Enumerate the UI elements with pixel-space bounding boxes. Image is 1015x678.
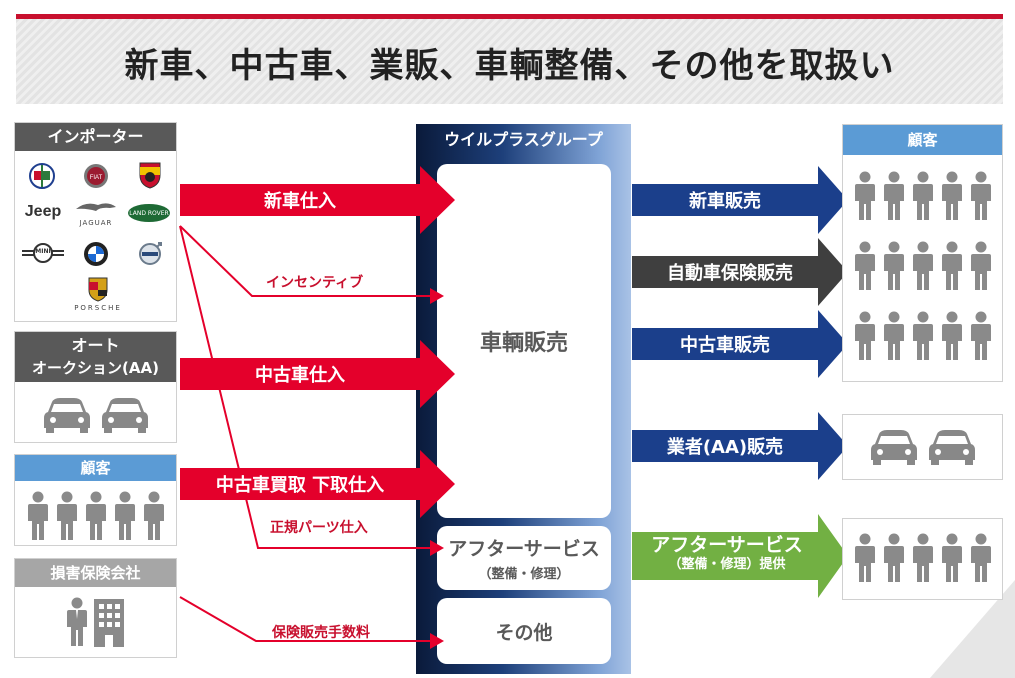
- person-icon: [56, 491, 77, 540]
- used-car-purchase-label: 中古車仕入: [255, 365, 345, 386]
- car-icon: [43, 398, 90, 433]
- businessman-icon: [66, 597, 87, 646]
- group-container: ウイルプラスグループ 車輌販売 アフターサービス （整備・修理） その他: [416, 124, 631, 674]
- person-icon: [854, 171, 875, 220]
- person-icon: [970, 241, 991, 290]
- person-icon: [941, 311, 962, 360]
- auction-header-line1: オート: [71, 336, 120, 355]
- person-icon: [883, 533, 904, 582]
- customer-target-panel: 顧客: [842, 124, 1003, 382]
- person-icon: [114, 491, 135, 540]
- dealer-sales-arrow: [632, 412, 848, 480]
- other-label: その他: [495, 621, 553, 644]
- after-service-provide-title: アフターサービス: [651, 534, 803, 556]
- importer-header: インポーター: [15, 123, 176, 151]
- volvo-logo: [135, 239, 165, 269]
- fiat-logo: FIAT: [81, 161, 111, 191]
- customer-target-header: 顧客: [843, 125, 1002, 155]
- person-icon: [970, 171, 991, 220]
- title-band: [16, 14, 1003, 104]
- auction-panel: オート オークション(AA): [14, 331, 177, 443]
- incentive-label: インセンティブ: [266, 275, 364, 291]
- vehicle-sales-label: 車輌販売: [479, 331, 568, 356]
- person-icon: [912, 533, 933, 582]
- jaguar-logo: JAGUAR: [69, 199, 123, 227]
- car-icon: [928, 430, 975, 465]
- new-car-purchase-label: 新車仕入: [264, 191, 336, 212]
- person-icon: [854, 241, 875, 290]
- car-icon: [870, 430, 917, 465]
- alfa-romeo-logo: [27, 161, 57, 191]
- person-icon: [27, 491, 48, 540]
- after-service-sub: （整備・修理）: [478, 567, 570, 582]
- person-icon: [85, 491, 106, 540]
- used-car-sales-label: 中古車販売: [680, 335, 770, 356]
- after-service-label: アフターサービス: [448, 538, 600, 560]
- person-icon: [941, 241, 962, 290]
- building-icon: [93, 599, 124, 647]
- insurance-sales-label: 自動車保険販売: [667, 263, 793, 284]
- mini-text: MINI: [35, 248, 51, 255]
- vehicle-sales-box: 車輌販売: [437, 164, 611, 518]
- new-car-sales-arrow: [632, 166, 848, 234]
- used-car-purchase-arrow: [180, 340, 455, 408]
- car-icon: [101, 398, 148, 433]
- customer-source-header: 顧客: [15, 455, 176, 481]
- dealer-sales-label: 業者(AA)販売: [666, 437, 784, 458]
- trade-in-label: 中古車買取 下取仕入: [215, 475, 385, 496]
- after-service-box: アフターサービス （整備・修理）: [437, 526, 611, 590]
- person-icon: [970, 533, 991, 582]
- person-icon: [883, 241, 904, 290]
- land-rover-logo: LAND ROVER: [127, 203, 171, 223]
- person-icon: [912, 311, 933, 360]
- service-customer-panel: [842, 518, 1003, 600]
- insurance-fee-label: 保険販売手数料: [272, 625, 370, 641]
- person-icon: [941, 171, 962, 220]
- person-icon: [970, 311, 991, 360]
- jaguar-text: JAGUAR: [79, 219, 113, 227]
- after-service-provide-sub: （整備・修理）提供: [668, 557, 786, 572]
- svg-text:FIAT: FIAT: [90, 175, 103, 181]
- person-icon: [883, 311, 904, 360]
- auction-header: オート オークション(AA): [15, 332, 176, 382]
- porsche-text: PORSCHE: [74, 304, 122, 312]
- person-icon: [941, 533, 962, 582]
- person-icon: [143, 491, 164, 540]
- person-icon: [854, 533, 875, 582]
- porsche-logo: [85, 275, 111, 303]
- auction-header-line2: オークション(AA): [32, 359, 159, 377]
- parts-purchase-label: 正規パーツ仕入: [270, 520, 368, 536]
- group-header: ウイルプラスグループ: [444, 130, 603, 149]
- insurance-panel: 損害保険会社: [14, 558, 177, 658]
- importer-panel: インポーター FIAT Jeep JAGUAR LAND ROVER MINI: [14, 122, 177, 322]
- person-icon: [883, 171, 904, 220]
- person-icon: [912, 171, 933, 220]
- dealer-panel: [842, 414, 1003, 480]
- after-service-provide-label: アフターサービス （整備・修理）提供: [632, 534, 822, 574]
- mini-logo: MINI: [19, 241, 67, 265]
- bmw-logo: [81, 239, 111, 269]
- customer-source-panel: 顧客: [14, 454, 177, 546]
- new-car-purchase-arrow: [180, 166, 455, 234]
- person-icon: [912, 241, 933, 290]
- after-service-arrow: [632, 514, 848, 598]
- jeep-logo: Jeep: [24, 203, 62, 220]
- page-title: 新車、中古車、業販、車輌整備、その他を取扱い: [124, 46, 895, 86]
- abarth-logo: [135, 159, 165, 191]
- new-car-sales-label: 新車販売: [689, 191, 761, 212]
- land-rover-text: LAND ROVER: [128, 204, 170, 222]
- used-car-sales-arrow: [632, 310, 848, 378]
- other-box: その他: [437, 598, 611, 664]
- customer-source-people: [15, 481, 176, 541]
- person-icon: [854, 311, 875, 360]
- insurance-header: 損害保険会社: [15, 559, 176, 587]
- trade-in-arrow: [180, 450, 455, 518]
- insurance-sales-arrow: [632, 238, 848, 306]
